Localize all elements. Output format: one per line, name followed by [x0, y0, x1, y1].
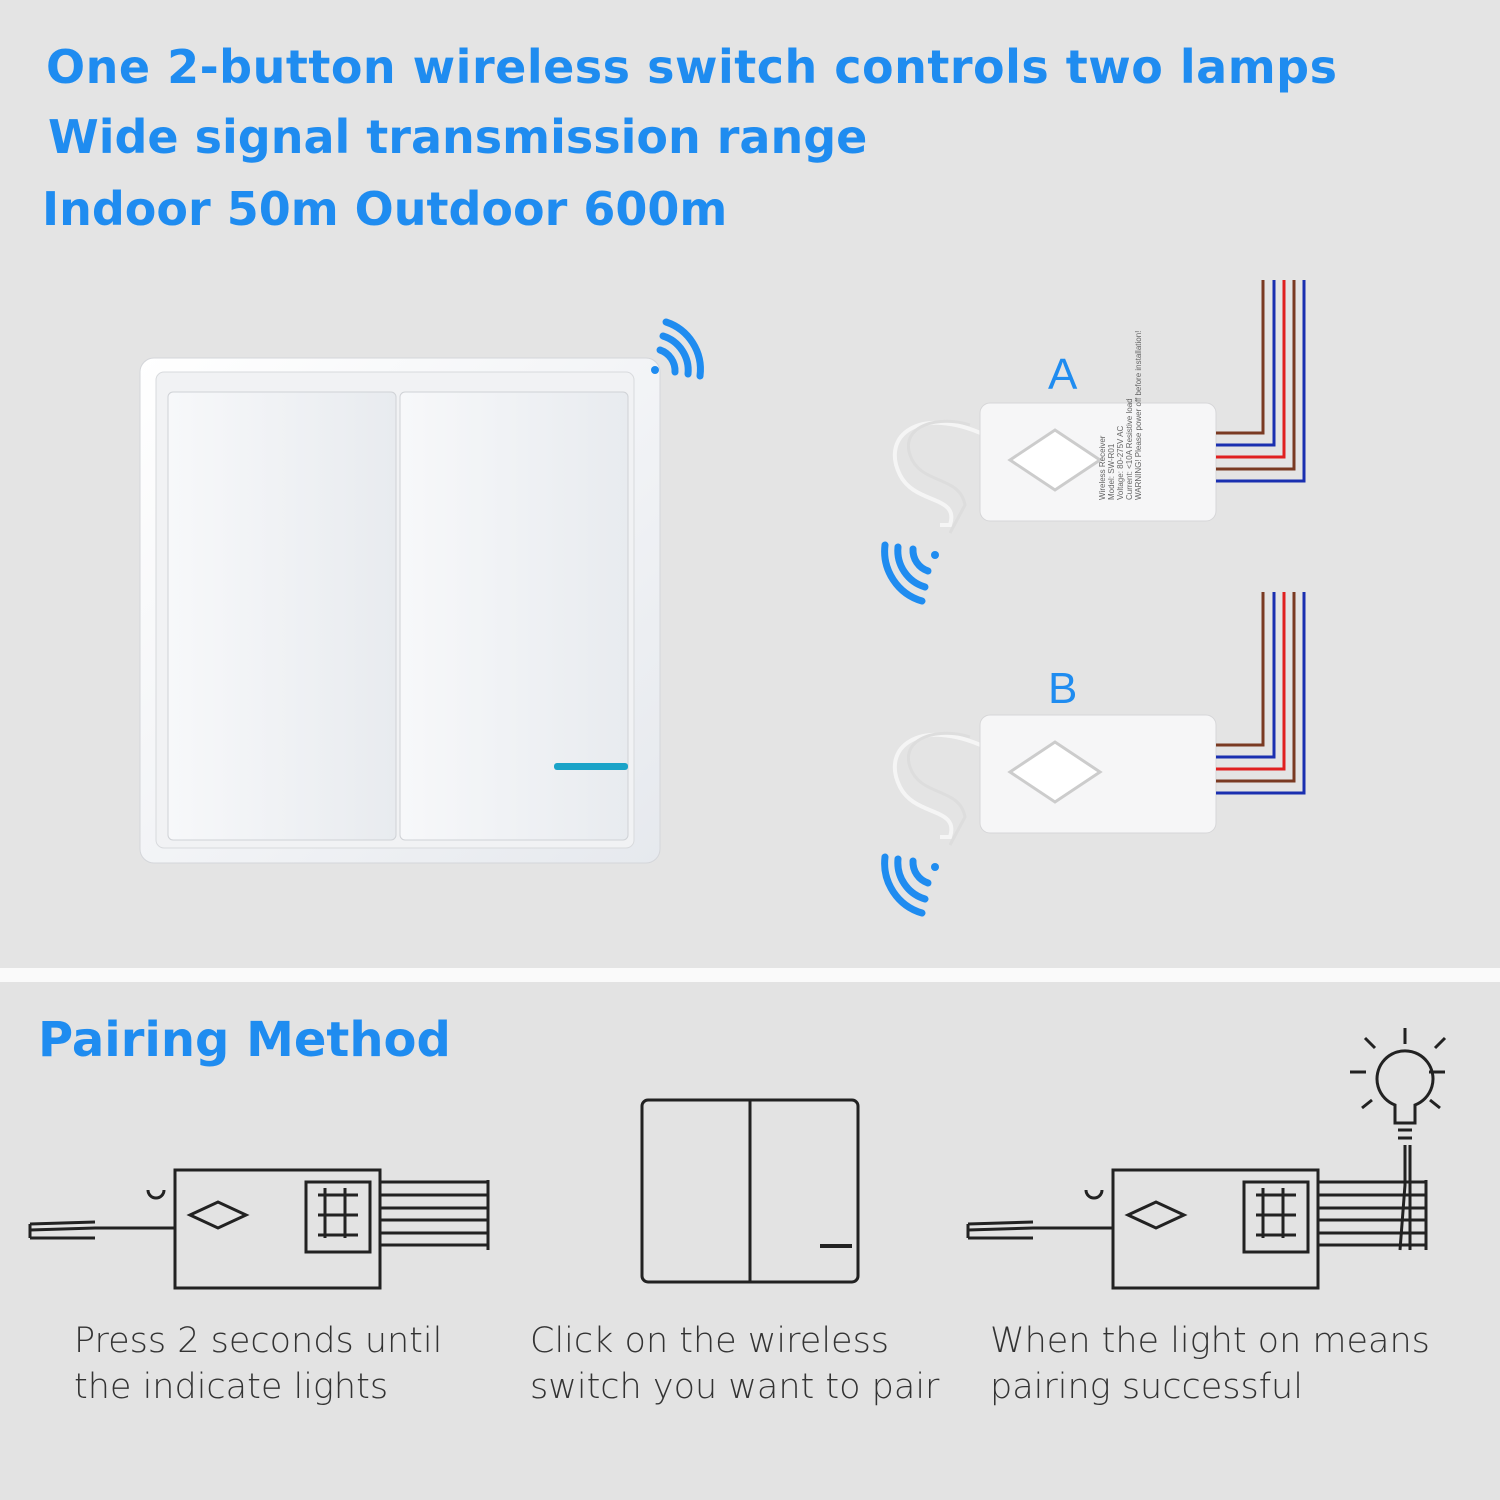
- headline-line-3: Indoor 50m Outdoor 600m: [42, 182, 728, 236]
- pairing-step-1: Press 2 seconds until the indicate light…: [74, 1321, 443, 1407]
- receiver-voltage: Voltage: 80-275V AC: [1116, 425, 1125, 500]
- indicator-light: [554, 763, 628, 770]
- section-divider: [0, 968, 1500, 982]
- receiver-current: Current: <10A Resistive load: [1125, 398, 1134, 500]
- headline-line-1: One 2-button wireless switch controls tw…: [46, 40, 1338, 94]
- receiver-a-label: A: [1048, 350, 1078, 399]
- receiver-model: Model: SW-R01: [1107, 443, 1116, 500]
- receiver-warning: WARNING! Please power off before install…: [1134, 330, 1143, 500]
- wifi-signal-icon: [651, 318, 704, 380]
- pairing-title: Pairing Method: [38, 1012, 451, 1068]
- receivers-illustration: [880, 280, 1320, 925]
- wireless-switch-illustration: [139, 318, 704, 864]
- receiver-b-label: B: [1048, 664, 1078, 713]
- right-rocker-button: [399, 391, 629, 841]
- pairing-step-3: When the light on means pairing successf…: [990, 1321, 1430, 1407]
- pairing-step-2: Click on the wireless switch you want to…: [530, 1321, 940, 1407]
- light-bulb-icon: [1350, 1028, 1447, 1251]
- receiver-label-print: Wireless Receiver Model: SW-R01 Voltage:…: [1098, 330, 1143, 500]
- wifi-signal-icon: [881, 541, 939, 605]
- pairing-diagrams: [28, 1028, 1447, 1290]
- left-rocker-button: [167, 391, 397, 841]
- headline-line-2: Wide signal transmission range: [48, 110, 868, 164]
- receiver-name: Wireless Receiver: [1098, 435, 1107, 500]
